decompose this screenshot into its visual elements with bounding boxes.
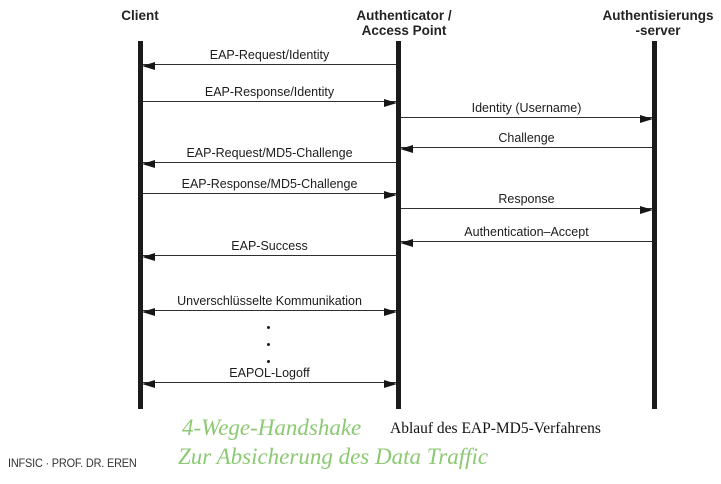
- message-authenticator-to-server: Identity (Username): [401, 100, 653, 123]
- message-client-to-authenticator: Unverschlüsselte Kommunikation: [142, 293, 397, 316]
- message-line: [401, 147, 652, 148]
- message-label: EAPOL-Logoff: [229, 366, 310, 380]
- actor-label-line: -server: [635, 23, 681, 38]
- arrowhead-left-icon: [142, 380, 155, 388]
- message-line: [143, 193, 396, 194]
- actor-label-line: Access Point: [361, 23, 447, 38]
- arrowhead-left-icon: [400, 239, 413, 247]
- message-server-to-authenticator: Authentication–Accept: [400, 224, 652, 247]
- arrowhead-left-icon: [142, 308, 155, 316]
- message-authenticator-to-client: EAP-Success: [142, 238, 396, 261]
- actor-label-line: Client: [121, 8, 159, 23]
- message-authenticator-to-client: EAP-Request/Identity: [142, 47, 396, 70]
- actor-label-authenticator: Authenticator / Access Point: [356, 8, 451, 38]
- lifeline-client: [138, 41, 143, 409]
- arrowhead-right-icon: [640, 115, 653, 123]
- message-line: [143, 101, 396, 102]
- handshake-caption-line1: 4-Wege-Handshake: [182, 415, 362, 440]
- actor-label-server: Authentisierungs -server: [602, 8, 713, 38]
- message-label: EAP-Response/Identity: [204, 85, 335, 99]
- arrowhead-right-icon: [384, 99, 397, 107]
- message-label: Response: [498, 192, 555, 206]
- message-authenticator-to-server: Response: [401, 191, 653, 214]
- continuation-dot: [267, 360, 270, 363]
- actor-label-client: Client: [121, 8, 159, 23]
- message-label: Authentication–Accept: [464, 225, 589, 239]
- message-line: [401, 208, 652, 209]
- lifeline-authenticator: [396, 41, 401, 409]
- message-authenticator-to-client: EAP-Request/MD5-Challenge: [142, 145, 396, 168]
- arrowhead-right-icon: [384, 191, 397, 199]
- message-client-to-authenticator: EAPOL-Logoff: [142, 365, 397, 388]
- arrowhead-right-icon: [640, 206, 653, 214]
- actor-label-line: Authenticator /: [356, 8, 452, 23]
- message-server-to-authenticator: Challenge: [400, 130, 652, 153]
- arrowhead-left-icon: [142, 62, 155, 70]
- message-label: Unverschlüsselte Kommunikation: [177, 294, 362, 308]
- message-label: EAP-Success: [231, 239, 308, 253]
- lifeline-server: [652, 41, 657, 409]
- message-line: [143, 162, 396, 163]
- message-label: Identity (Username): [471, 101, 582, 115]
- message-label: Challenge: [498, 131, 555, 145]
- message-line: [143, 64, 396, 65]
- message-line: [401, 117, 652, 118]
- arrowhead-left-icon: [400, 145, 413, 153]
- arrowhead-left-icon: [142, 160, 155, 168]
- message-label: EAP-Request/Identity: [209, 48, 330, 62]
- message-client-to-authenticator: EAP-Response/Identity: [143, 84, 397, 107]
- message-line: [143, 310, 396, 311]
- diagram-caption: Ablauf des EAP-MD5-Verfahrens: [390, 420, 601, 437]
- continuation-dot: [267, 343, 270, 346]
- handshake-caption-line2: Zur Absicherung des Data Traffic: [178, 444, 489, 469]
- arrowhead-right-icon: [384, 308, 397, 316]
- message-line: [143, 255, 396, 256]
- message-client-to-authenticator: EAP-Response/MD5-Challenge: [143, 176, 397, 199]
- actor-label-line: Authentisierungs: [602, 8, 714, 23]
- message-line: [401, 241, 652, 242]
- message-label: EAP-Response/MD5-Challenge: [181, 177, 358, 191]
- arrowhead-left-icon: [142, 253, 155, 261]
- continuation-dot: [267, 326, 270, 329]
- arrowhead-right-icon: [384, 380, 397, 388]
- message-line: [143, 382, 396, 383]
- footer-credit: INFSIC · PROF. DR. EREN: [8, 458, 137, 470]
- message-label: EAP-Request/MD5-Challenge: [186, 146, 353, 160]
